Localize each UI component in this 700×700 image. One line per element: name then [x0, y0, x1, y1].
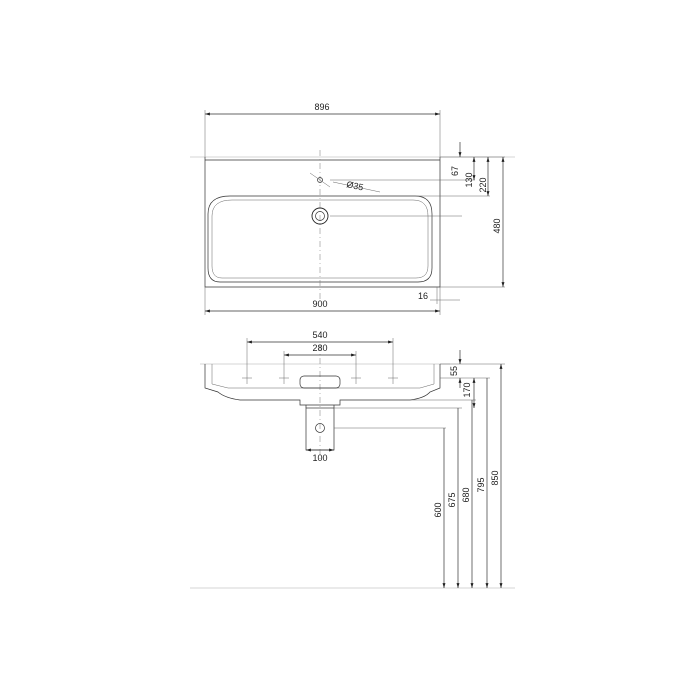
dim-label-850: 850: [490, 470, 500, 485]
dim-label-280: 280: [312, 343, 327, 353]
dim-label-100: 100: [312, 453, 327, 463]
tap-hole-leader: [309, 172, 331, 188]
dim-label-55: 55: [449, 366, 459, 376]
diameter-leader: [332, 181, 381, 193]
dim-label-67: 67: [450, 166, 460, 176]
dim-label-220: 220: [478, 177, 488, 192]
basin-profile-front: [204, 364, 441, 406]
tap-hole: [317, 177, 323, 183]
dim-label-540: 540: [312, 330, 327, 340]
dim-label-16: 16: [418, 291, 428, 301]
basin-bowl-top: [207, 195, 433, 283]
front-view: 540 280 100 55 170 600 675 680 795: [190, 330, 515, 589]
dim-label-896: 896: [314, 102, 329, 112]
dim-label-900: 900: [312, 299, 327, 309]
dim-label-480: 480: [492, 218, 502, 233]
basin-outline-top: [204, 157, 441, 288]
top-view: 896 900 Ø35 67 130 220 480 16: [190, 102, 515, 315]
dim-label-675: 675: [447, 492, 457, 507]
dim-label-170: 170: [462, 382, 472, 397]
dim-label-600: 600: [433, 502, 443, 517]
dim-label-130: 130: [464, 172, 474, 187]
drain-inner: [315, 211, 325, 221]
dim-label-795: 795: [476, 477, 486, 492]
hole-diameter-label: Ø35: [346, 179, 365, 192]
basin-bowl-inner-top: [211, 199, 429, 279]
siphon-neck: [305, 405, 335, 408]
dim-label-680: 680: [461, 487, 471, 502]
drain-outer: [311, 207, 329, 225]
tap-hole-markers: [242, 368, 398, 389]
